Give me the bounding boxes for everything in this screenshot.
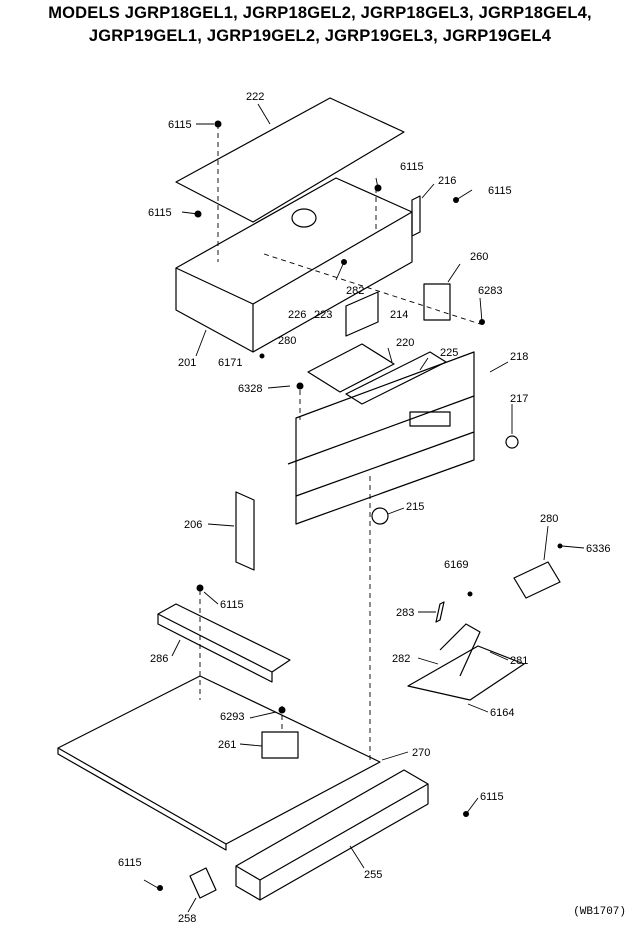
part-201-housing-side [175, 268, 254, 353]
label-286: 286 [150, 653, 168, 665]
part-223-board [307, 343, 395, 393]
label-225: 225 [440, 347, 458, 359]
label-6171: 6171 [218, 357, 242, 369]
label-6115-d: 6115 [488, 185, 512, 197]
label-270: 270 [412, 747, 430, 759]
label-222: 222 [246, 91, 264, 103]
part-218-panel [295, 351, 475, 497]
label-6115-f: 6115 [480, 791, 504, 803]
label-260: 260 [470, 251, 488, 263]
label-261: 261 [218, 739, 236, 751]
label-283: 283 [396, 607, 414, 619]
label-255: 255 [364, 869, 382, 881]
label-281: 281 [510, 655, 528, 667]
title-line-1: MODELS JGRP18GEL1, JGRP18GEL2, JGRP18GEL… [48, 4, 592, 22]
part-216-bracket [411, 195, 421, 237]
label-6115-e: 6115 [220, 599, 244, 611]
part-base-plate [57, 675, 381, 845]
label-6293: 6293 [220, 711, 244, 723]
label-6115-b: 6115 [148, 207, 172, 219]
part-217-knob [505, 435, 519, 449]
label-206: 206 [184, 519, 202, 531]
label-215: 215 [406, 501, 424, 513]
part-206-panel [235, 491, 255, 571]
part-261-relay [261, 731, 299, 759]
label-282-a: 282 [346, 285, 364, 297]
part-255-rail [235, 769, 429, 881]
part-201-housing-right [252, 212, 413, 353]
part-214-plate [345, 291, 379, 337]
label-280-b: 280 [540, 513, 558, 525]
part-222-top-cover [175, 97, 405, 223]
label-6328: 6328 [238, 383, 262, 395]
part-258-clip [189, 867, 217, 899]
part-220-board [345, 351, 447, 405]
label-280-a: 280 [278, 335, 296, 347]
label-214: 214 [390, 309, 408, 321]
label-217: 217 [510, 393, 528, 405]
label-218: 218 [510, 351, 528, 363]
label-6115-a: 6115 [168, 119, 192, 131]
label-6283: 6283 [478, 285, 502, 297]
label-216: 216 [438, 175, 456, 187]
label-220: 220 [396, 337, 414, 349]
part-286-bracket [157, 603, 291, 673]
part-281-bracket [407, 645, 525, 701]
title-line-2: JGRP19GEL1, JGRP19GEL2, JGRP19GEL3, JGRP… [88, 27, 552, 45]
label-6115-c: 6115 [400, 161, 424, 173]
part-260-switch [423, 283, 451, 321]
label-282-b: 282 [392, 653, 410, 665]
label-258: 258 [178, 913, 196, 925]
label-6169: 6169 [444, 559, 468, 571]
label-6164: 6164 [490, 707, 514, 719]
part-283-spring [435, 601, 445, 623]
label-6336: 6336 [586, 543, 610, 555]
label-223: 223 [314, 309, 332, 321]
part-215-knob [371, 507, 389, 525]
part-280-thermostat [513, 561, 561, 599]
label-6115-g: 6115 [118, 857, 142, 869]
label-226: 226 [288, 309, 306, 321]
drawing-code: (WB1707) [573, 906, 626, 918]
label-201: 201 [178, 357, 196, 369]
